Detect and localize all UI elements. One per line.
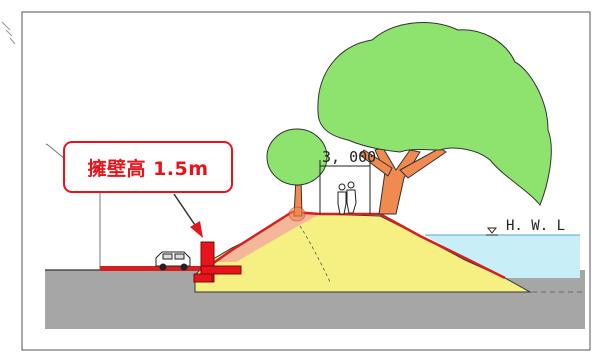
water-level-label: H. W. L [506,218,565,234]
retaining-wall-height-callout: 擁壁高 1.5m [63,141,233,193]
levee-surface-line [211,210,506,280]
road-surface [100,266,210,271]
dimension-label: 3, 000 [322,148,376,166]
callout-arrow [173,193,203,238]
large-tree [317,22,552,215]
water-level-marker-icon [486,227,498,236]
dimension-line [319,160,371,214]
pedestrians-icon [337,181,357,215]
retaining-wall [193,241,242,283]
inner-dashed-line [299,225,331,283]
callout-label: 擁壁高 1.5m [87,157,209,180]
river-water [425,235,580,278]
corner-scribble [1,21,16,45]
car-icon [155,251,191,271]
small-tree [266,128,328,222]
slope-band [215,212,320,262]
